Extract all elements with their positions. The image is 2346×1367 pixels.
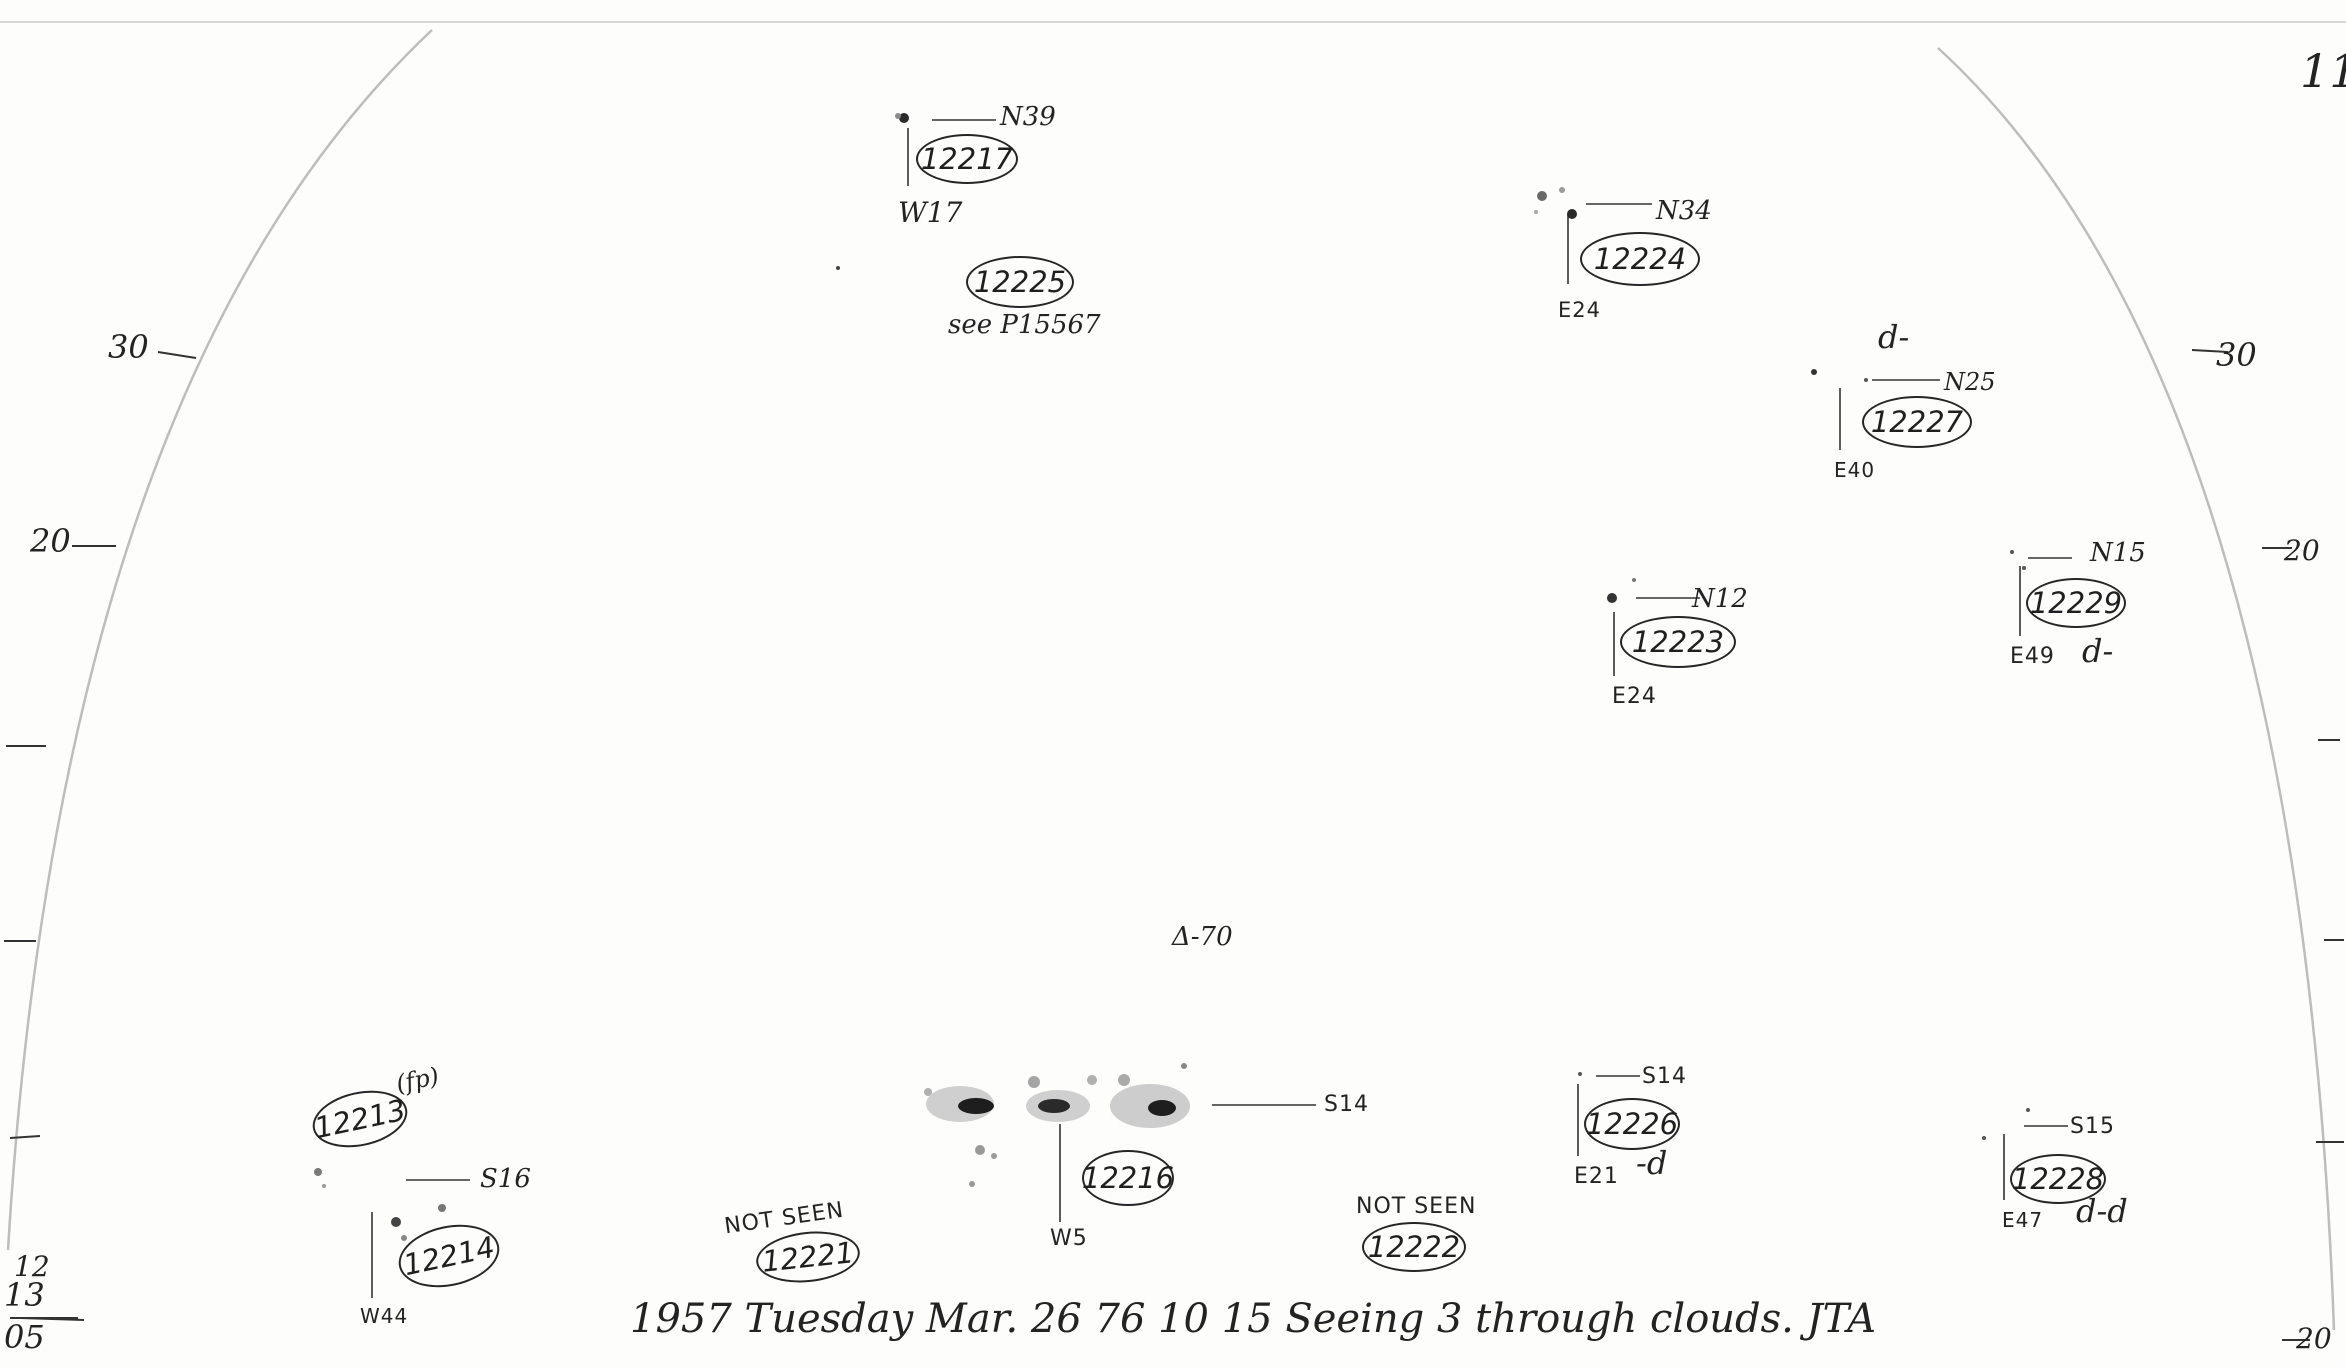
group-12216-label: 12216 xyxy=(1082,1150,1174,1206)
group-12228-label: 12228 xyxy=(2010,1154,2106,1204)
group-12217-lon: W17 xyxy=(898,196,963,229)
limb-mark-left-30: 30 xyxy=(108,328,149,366)
limb-mark-left-20: 20 xyxy=(30,522,71,560)
group-12226-note: -d xyxy=(1636,1144,1668,1182)
group-12228-note: d-d xyxy=(2076,1192,2128,1230)
group-12223-label: 12223 xyxy=(1620,616,1736,668)
center-mark: Δ-70 xyxy=(1172,922,1233,952)
group-12229-lat: N15 xyxy=(2090,538,2146,568)
corner-note-line1: 12 xyxy=(14,1250,50,1283)
corner-note-line2: 13 xyxy=(4,1276,45,1314)
group-12229-lon: E49 xyxy=(2010,644,2055,669)
group-12223-lon: E24 xyxy=(1612,684,1657,709)
limb-arc-right xyxy=(1937,47,2336,1331)
group-12226-lon: E21 xyxy=(1574,1164,1619,1189)
group-12222-status: NOT SEEN xyxy=(1356,1194,1477,1219)
group-12227-note: d- xyxy=(1878,318,1910,356)
group-12228-lon: E47 xyxy=(2002,1208,2044,1232)
group-12217-label: 12217 xyxy=(916,134,1018,184)
group-12222-label: 12222 xyxy=(1362,1222,1466,1272)
group-12227-label: 12227 xyxy=(1862,396,1972,448)
group-12227-lat: N25 xyxy=(1944,368,1996,396)
group-12224-lon: E24 xyxy=(1558,298,1601,322)
limb-mark-right-20: 20 xyxy=(2284,534,2320,567)
group-12229-note: d- xyxy=(2082,632,2114,670)
page-number: 11 xyxy=(2300,44,2346,98)
group-12229-label: 12229 xyxy=(2026,578,2126,628)
limb-mark-right-30: 30 xyxy=(2216,336,2257,374)
group-12216-lat: S14 xyxy=(1324,1092,1369,1117)
group-12223-lat: N12 xyxy=(1692,584,1748,614)
group-12214-lon: W44 xyxy=(360,1304,409,1328)
group-12227-lon: E40 xyxy=(1834,458,1876,482)
group-12226-label: 12226 xyxy=(1584,1098,1680,1150)
observation-footer: 1957 Tuesday Mar. 26 76 10 15 Seeing 3 t… xyxy=(630,1296,1877,1342)
group-12224-label: 12224 xyxy=(1580,232,1700,286)
reference-note: see P15567 xyxy=(948,310,1101,340)
limb-arc-left xyxy=(6,29,433,1251)
limb-mark-right-bottom: 20 xyxy=(2296,1322,2332,1355)
group-12216-lon: W5 xyxy=(1050,1226,1088,1251)
corner-note-line3: 05 xyxy=(4,1318,45,1356)
group-12225-label: 12225 xyxy=(966,256,1074,308)
group-12226-lat: S14 xyxy=(1642,1064,1687,1089)
group-12214-lat: S16 xyxy=(480,1164,531,1194)
group-12224-lat: N34 xyxy=(1656,196,1712,226)
group-12228-lat: S15 xyxy=(2070,1114,2115,1139)
group-12217-lat: N39 xyxy=(1000,102,1056,132)
